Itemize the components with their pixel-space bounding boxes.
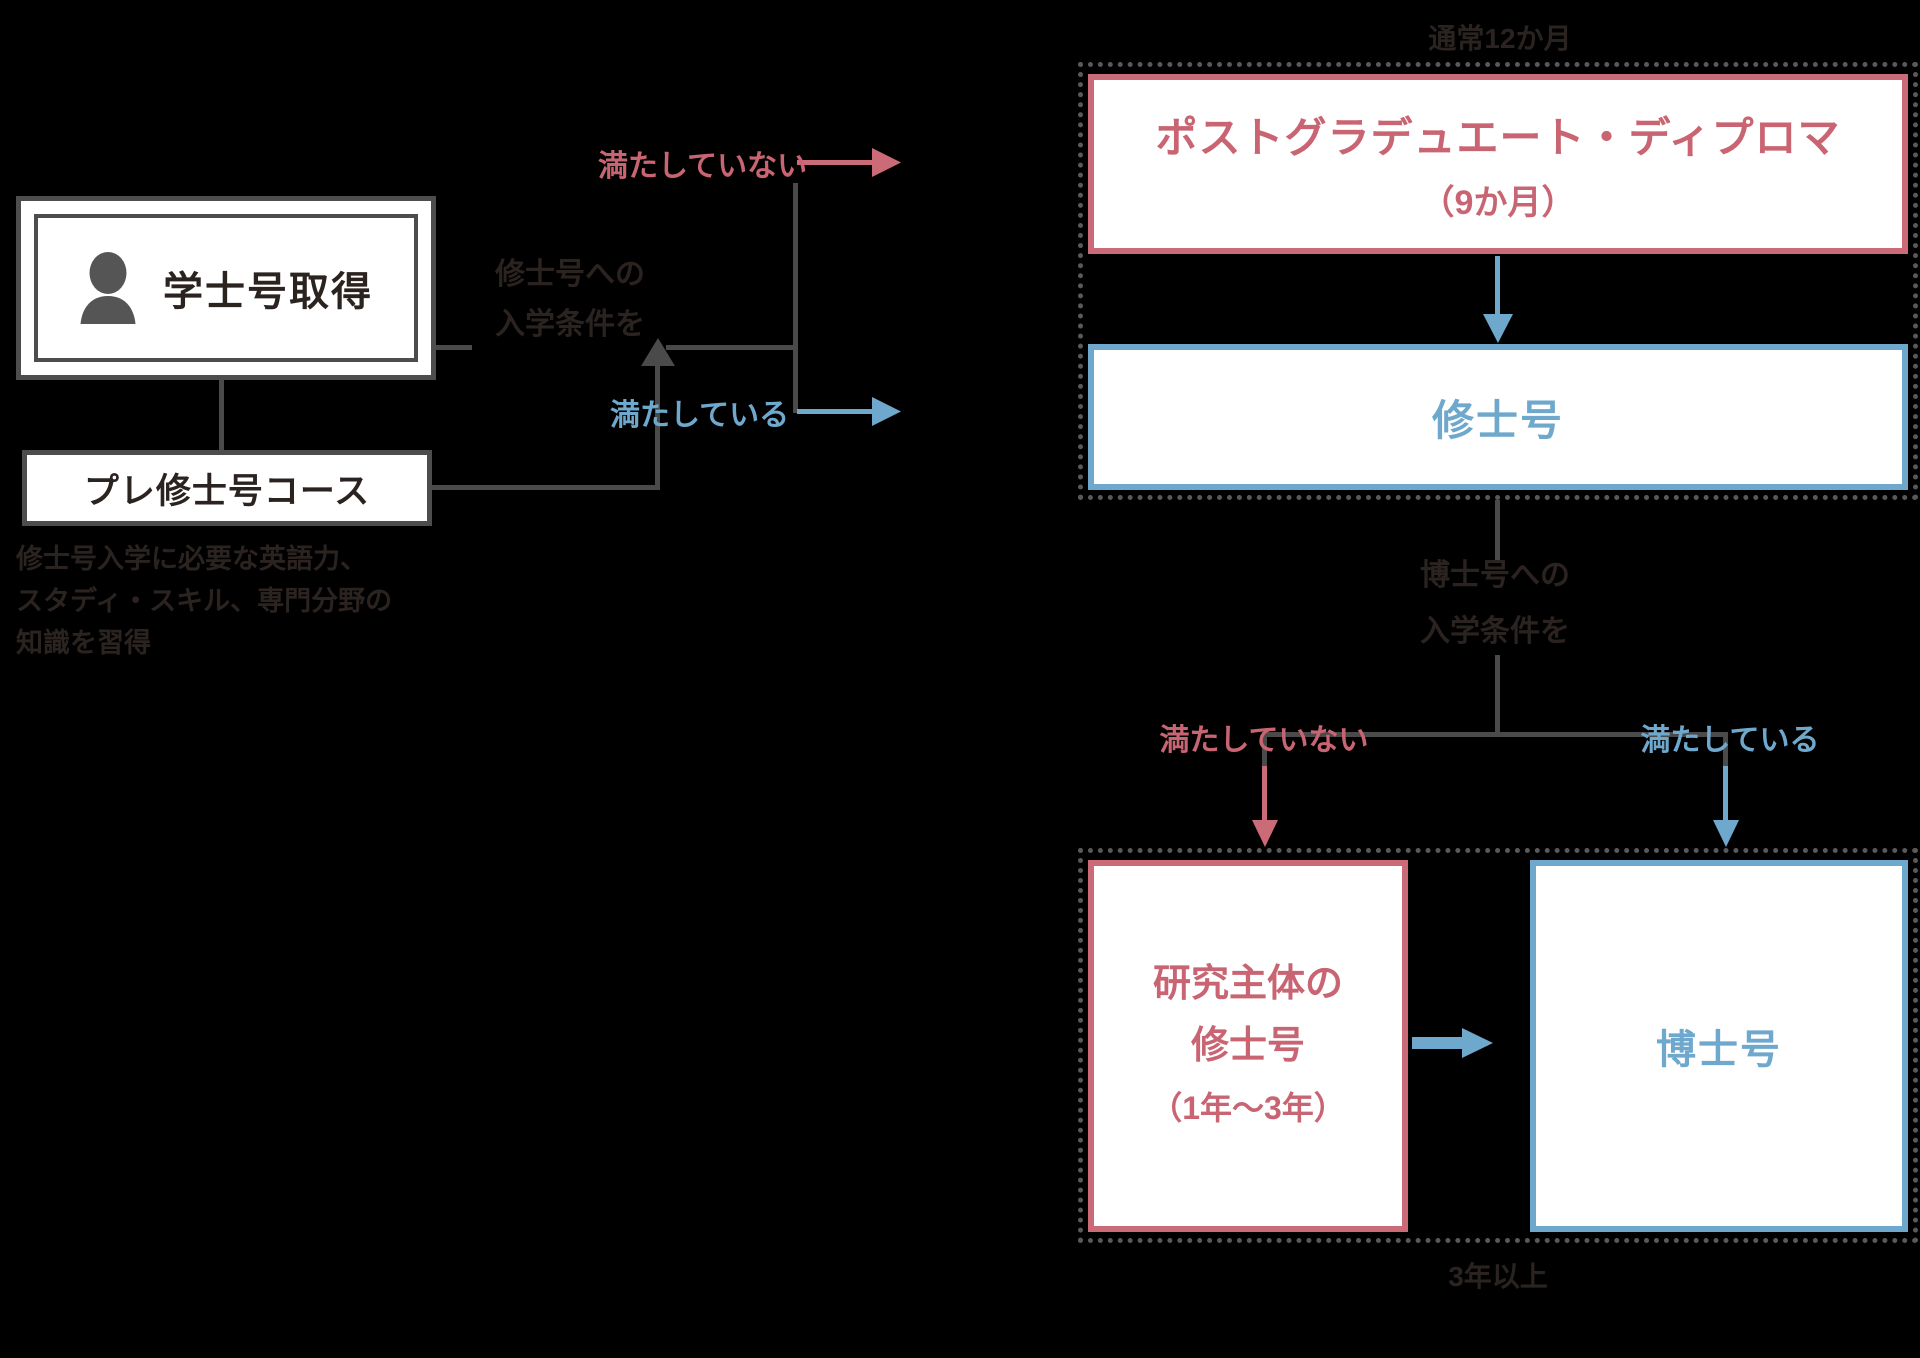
bachelor-degree-box: 学士号取得: [16, 196, 436, 380]
connector-pgdip-to-master: [1495, 256, 1500, 320]
master-entry-condition-text: 修士号への 入学条件を: [470, 250, 670, 350]
connector-bachelor-premaster: [219, 380, 224, 452]
connector-master-branch-splitter: [793, 183, 798, 413]
connector-doctor-met-line: [1723, 766, 1728, 826]
master-group-duration-label: 通常12か月: [1428, 23, 1572, 54]
bachelor-degree-inner-frame: 学士号取得: [34, 214, 418, 362]
doctor-group-duration-label: 3年以上: [1448, 1261, 1548, 1292]
connector-doctor-branch-splitter: [1262, 732, 1728, 737]
doctor-box: 博士号: [1530, 860, 1908, 1232]
arrowhead-down-to-doctor: [1713, 820, 1739, 847]
connector-premaster-elbow-horizontal: [432, 485, 660, 490]
connector-doctor-notmet-line: [1262, 766, 1267, 826]
person-icon: [79, 252, 137, 324]
pre-master-caption-line-2: スタディ・スキル、専門分野の: [16, 586, 393, 616]
connector-research-master-to-doctor: [1412, 1037, 1468, 1049]
connector-doctor-right-drop: [1723, 732, 1728, 792]
doctor-entry-condition-text: 博士号への 入学条件を: [1340, 548, 1650, 660]
pre-master-course-box: プレ修士号コース: [22, 450, 432, 526]
pgdip-label-line-2: （9か月）: [1420, 184, 1576, 222]
arrowhead-up-to-master-condition: [641, 338, 675, 366]
connector-master-condition-stem: [666, 345, 797, 350]
bachelor-degree-label: 学士号取得: [163, 270, 373, 314]
doctor-condition-line-1: 博士号への: [1420, 559, 1570, 592]
research-master-box: 研究主体の 修士号 （1年〜3年）: [1088, 860, 1408, 1232]
pre-master-course-label: プレ修士号コース: [83, 471, 371, 511]
arrowhead-right-to-doctor-box: [1462, 1028, 1493, 1058]
doctor-condition-met-label: 満たしている: [1640, 724, 1820, 757]
connector-master-to-doctor-condition: [1495, 500, 1500, 560]
research-master-label-line-1: 研究主体の: [1152, 963, 1343, 1005]
pgdip-label-line-1: ポストグラデュエート・ディプロマ: [1155, 114, 1841, 161]
pgdip-box: ポストグラデュエート・ディプロマ （9か月）: [1088, 74, 1908, 254]
master-condition-not-met-label: 満たしていない: [598, 150, 808, 183]
connector-master-notmet-line: [797, 160, 877, 165]
connector-premaster-elbow-vertical: [655, 360, 660, 488]
master-condition-line-1: 修士号への: [495, 258, 645, 291]
master-group-frame: [1078, 62, 1918, 500]
master-box: 修士号: [1088, 344, 1908, 490]
connector-master-met-line: [797, 409, 877, 414]
master-condition-met-label: 満たしている: [610, 399, 790, 432]
master-condition-line-2: 入学条件を: [495, 308, 645, 341]
doctor-condition-not-met-label: 満たしていない: [1159, 724, 1369, 757]
arrowhead-down-to-master: [1483, 314, 1513, 343]
doctor-condition-line-2: 入学条件を: [1420, 615, 1570, 648]
pre-master-caption: 修士号入学に必要な英語力、 スタディ・スキル、専門分野の 知識を習得: [16, 538, 486, 664]
connector-bachelor-to-master-condition: [436, 345, 472, 350]
connector-doctor-left-drop: [1262, 732, 1267, 792]
doctor-group-frame: [1078, 848, 1918, 1243]
research-master-label-line-3: （1年〜3年）: [1150, 1090, 1346, 1126]
arrowhead-down-to-research-master: [1252, 820, 1278, 847]
doctor-label-line-1: 博士号: [1656, 1028, 1782, 1072]
connector-doctor-condition-stem: [1495, 655, 1500, 735]
master-label-line-1: 修士号: [1431, 396, 1564, 444]
pre-master-caption-line-1: 修士号入学に必要な英語力、: [16, 544, 367, 574]
research-master-label-line-2: 修士号: [1190, 1025, 1305, 1067]
pre-master-caption-line-3: 知識を習得: [16, 628, 151, 658]
arrowhead-right-to-pgdip: [872, 148, 901, 177]
arrowhead-right-to-master: [872, 397, 901, 426]
